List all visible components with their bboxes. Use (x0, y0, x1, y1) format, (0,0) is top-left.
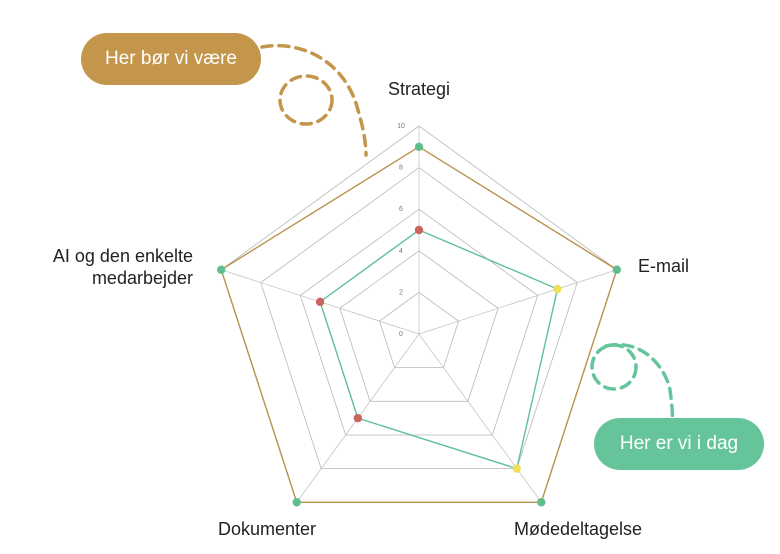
radial-tick-labels: 0 2 4 6 8 10 (397, 123, 405, 338)
current-loop (590, 343, 638, 391)
axis-label-email: E-mail (638, 256, 689, 276)
data-point-current (414, 225, 424, 235)
data-point-target (537, 498, 546, 507)
dashed-connectors (260, 44, 675, 424)
series-line-target (220, 145, 618, 503)
data-point-current (353, 413, 363, 423)
data-point-current (553, 284, 562, 294)
tick-label: 4 (399, 248, 403, 255)
target-loop (278, 74, 334, 126)
data-point-current (315, 297, 325, 307)
radar-grid (220, 125, 618, 503)
callout-current-badge: Her er vi i dag (594, 418, 764, 470)
axis-label-ai-line2: medarbejder (92, 268, 193, 288)
tick-label: 10 (397, 123, 405, 130)
axis-label-ai-line1: AI og den enkelte (53, 246, 193, 266)
tick-label: 2 (399, 289, 403, 296)
data-point-target (292, 498, 301, 507)
tick-label: 0 (399, 331, 403, 338)
tick-label: 6 (399, 206, 403, 213)
current-connector (604, 342, 675, 424)
axis-label-dokumenter: Dokumenter (218, 519, 316, 539)
target-connector (260, 44, 368, 157)
grid-ring (299, 208, 539, 436)
grid-spoke (418, 333, 542, 503)
data-point-target (414, 142, 424, 151)
data-point-target (612, 265, 622, 274)
data-point-target (216, 265, 226, 274)
radar-series (216, 142, 622, 507)
grid-ring (339, 250, 499, 402)
tick-label: 8 (399, 165, 403, 172)
grid-ring (260, 167, 578, 470)
grid-spoke (418, 269, 617, 335)
series-line-current (319, 229, 559, 470)
axis-label-moedeltagelse: Mødedeltagelse (514, 519, 642, 539)
data-point-current (512, 464, 522, 473)
axis-label-strategi: Strategi (388, 79, 450, 99)
grid-ring (378, 291, 460, 369)
callout-target-badge: Her bør vi være (81, 33, 261, 85)
